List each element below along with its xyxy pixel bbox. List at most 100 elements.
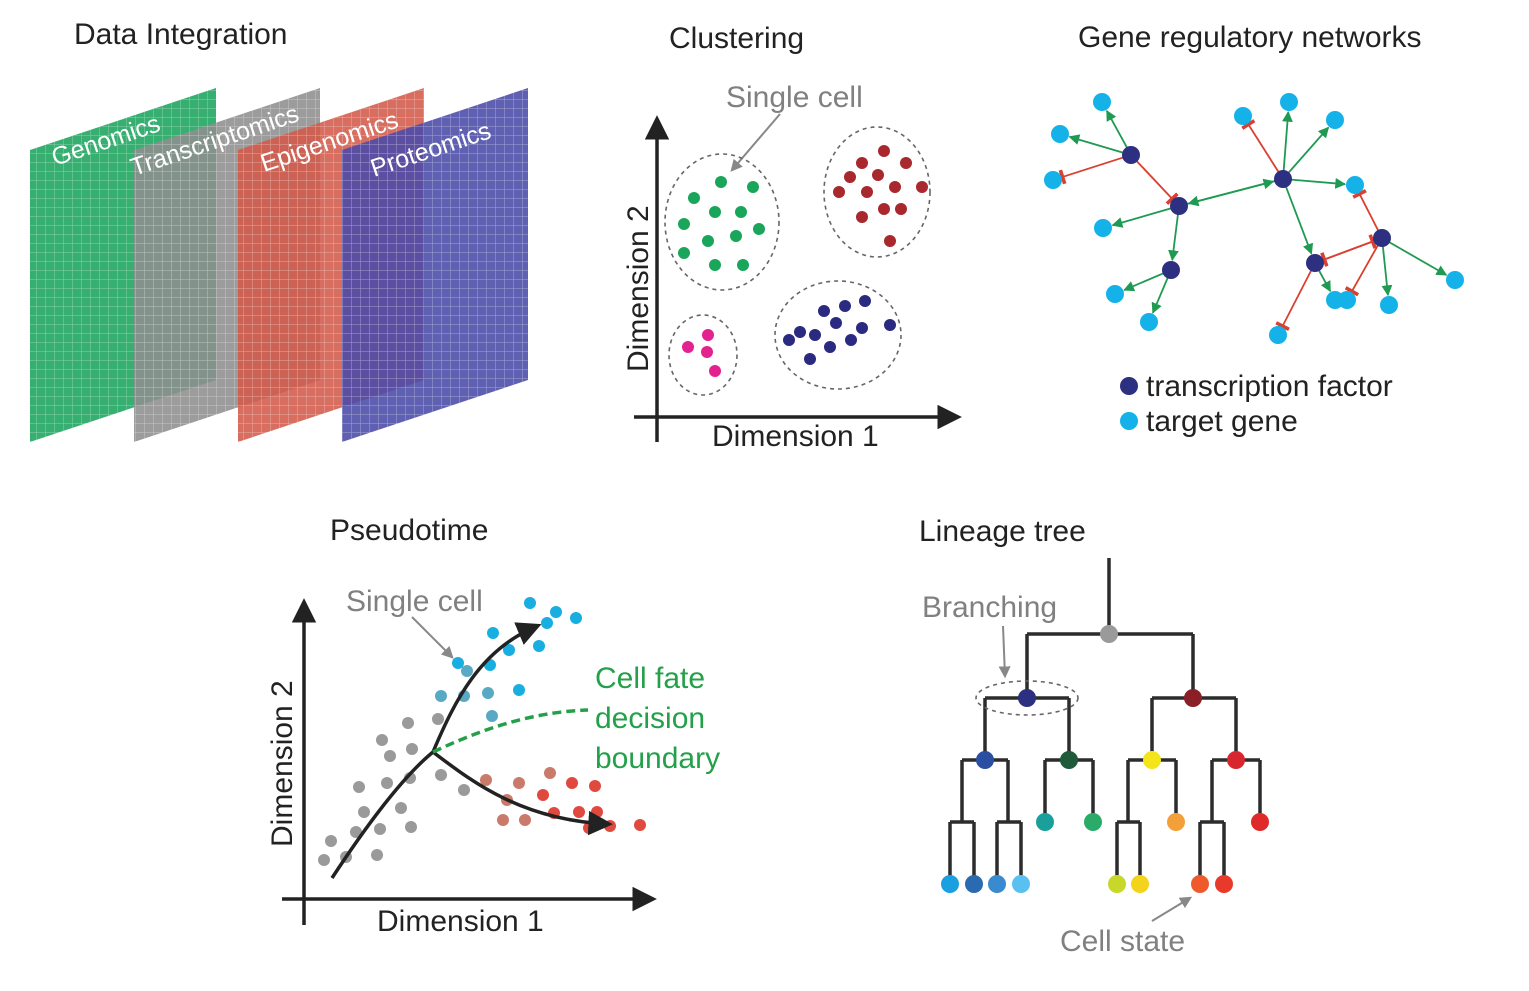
target-gene-node	[1326, 111, 1344, 129]
cluster-points	[678, 145, 928, 377]
lineage-node	[1215, 875, 1233, 893]
target-gene-node	[1280, 93, 1298, 111]
pseudotime-cell-red	[589, 780, 601, 792]
pseudotime-cell-blue	[550, 606, 562, 618]
cluster-point-navy	[794, 326, 806, 338]
pseudotime-panel: Pseudotime Dimension 1 Dimension 2 Singl…	[266, 514, 720, 938]
repression-edge	[1352, 189, 1380, 232]
target-gene-node	[1380, 296, 1398, 314]
lineage-node	[965, 875, 983, 893]
target-node-icon	[1120, 412, 1138, 430]
pseudotime-x-label: Dimension 1	[377, 905, 544, 938]
cluster-point-red	[900, 157, 912, 169]
pseudotime-cell-red	[544, 767, 556, 779]
pseudotime-cell-blue	[452, 657, 464, 669]
lineage-node	[1108, 875, 1126, 893]
pseudotime-cell-red	[566, 777, 578, 789]
cluster-point-red	[844, 171, 856, 183]
activation-edge	[1111, 207, 1172, 228]
transcription-factor-node	[1274, 170, 1292, 188]
lineage-node	[1131, 875, 1149, 893]
cluster-point-green	[737, 259, 749, 271]
pseudotime-cell-red	[634, 819, 646, 831]
tf-node-icon	[1120, 377, 1138, 395]
pseudotime-cell-red	[573, 806, 585, 818]
grn-edges	[1058, 109, 1448, 331]
lineage-node	[1084, 813, 1102, 831]
pseudotime-cell-red	[497, 814, 509, 826]
activation-edge	[1381, 245, 1393, 297]
cluster-point-navy	[809, 329, 821, 341]
cluster-point-green	[709, 259, 721, 271]
boundary-label-line-1: Cell fate	[595, 662, 705, 695]
cluster-point-navy	[884, 319, 896, 331]
lineage-node	[976, 751, 994, 769]
clustering-single-cell-annotation: Single cell	[726, 81, 863, 114]
target-gene-node	[1106, 285, 1124, 303]
branching-highlight	[975, 680, 1079, 716]
lineage-node	[1251, 813, 1269, 831]
lineage-node	[1184, 689, 1202, 707]
pseudotime-cell-gray	[381, 777, 393, 789]
cluster-point-red	[895, 203, 907, 215]
activation-edge	[1290, 177, 1347, 189]
cell-state-annotation-arrow	[1151, 896, 1193, 922]
repression-edge	[1135, 160, 1179, 205]
activation-edge	[1151, 277, 1169, 314]
cluster-point-pink	[702, 329, 714, 341]
target-gene-node	[1044, 171, 1062, 189]
pseudotime-cell-red	[519, 814, 531, 826]
cluster-point-pink	[682, 341, 694, 353]
cluster-point-red	[884, 235, 896, 247]
cluster-point-red	[872, 169, 884, 181]
activation-edge	[1168, 213, 1179, 262]
pseudotime-cell-blue	[487, 627, 499, 639]
lineage-node	[1036, 813, 1054, 831]
branching-annotation: Branching	[922, 591, 1057, 624]
pseudotime-cell-blue	[533, 640, 545, 652]
lineage-node	[1060, 751, 1078, 769]
cluster-point-navy	[839, 300, 851, 312]
lineage-title: Lineage tree	[919, 515, 1086, 548]
pseudotime-cell-blue	[524, 597, 536, 609]
cluster-point-pink	[701, 346, 713, 358]
lineage-node	[1100, 625, 1118, 643]
cluster-point-red	[878, 203, 890, 215]
pseudotime-cell-gray	[435, 769, 447, 781]
trajectory-trunk	[330, 750, 435, 879]
activation-edge	[1388, 241, 1448, 276]
cluster-point-green	[688, 192, 700, 204]
cluster-point-green	[730, 230, 742, 242]
cluster-point-navy	[818, 305, 830, 317]
pseudotime-cell-blue	[435, 690, 447, 702]
grn-title: Gene regulatory networks	[1078, 21, 1422, 54]
target-gene-node	[1094, 219, 1112, 237]
transcription-factor-node	[1373, 229, 1391, 247]
lineage-nodes	[941, 625, 1269, 893]
legend-label-target-gene: target gene	[1146, 405, 1298, 438]
cluster-point-navy	[830, 317, 842, 329]
cluster-outline-red	[823, 126, 931, 258]
lineage-node	[1018, 689, 1036, 707]
cluster-point-green	[715, 176, 727, 188]
pseudotime-cell-red	[480, 774, 492, 786]
pseudotime-cell-gray	[384, 750, 396, 762]
cluster-point-navy	[845, 334, 857, 346]
cluster-point-red	[861, 186, 873, 198]
lineage-node	[1191, 875, 1209, 893]
legend-label-transcription-factor: transcription factor	[1146, 370, 1393, 403]
repression-edge	[1344, 244, 1379, 297]
activation-edge	[1068, 134, 1124, 154]
activation-edge	[1285, 186, 1314, 255]
target-gene-node	[1234, 107, 1252, 125]
trajectory-branch-upper	[431, 622, 542, 753]
cluster-point-red	[833, 186, 845, 198]
cluster-point-green	[747, 181, 759, 193]
pseudotime-cell-blue	[541, 617, 553, 629]
pseudotime-cell-gray	[325, 835, 337, 847]
cell-state-annotation: Cell state	[1060, 925, 1185, 958]
activation-edge	[1106, 109, 1128, 149]
cluster-point-green	[735, 206, 747, 218]
grn-panel: Gene regulatory networks transcription f…	[1044, 21, 1464, 438]
grn-legend: transcription factor target gene	[1120, 370, 1393, 438]
